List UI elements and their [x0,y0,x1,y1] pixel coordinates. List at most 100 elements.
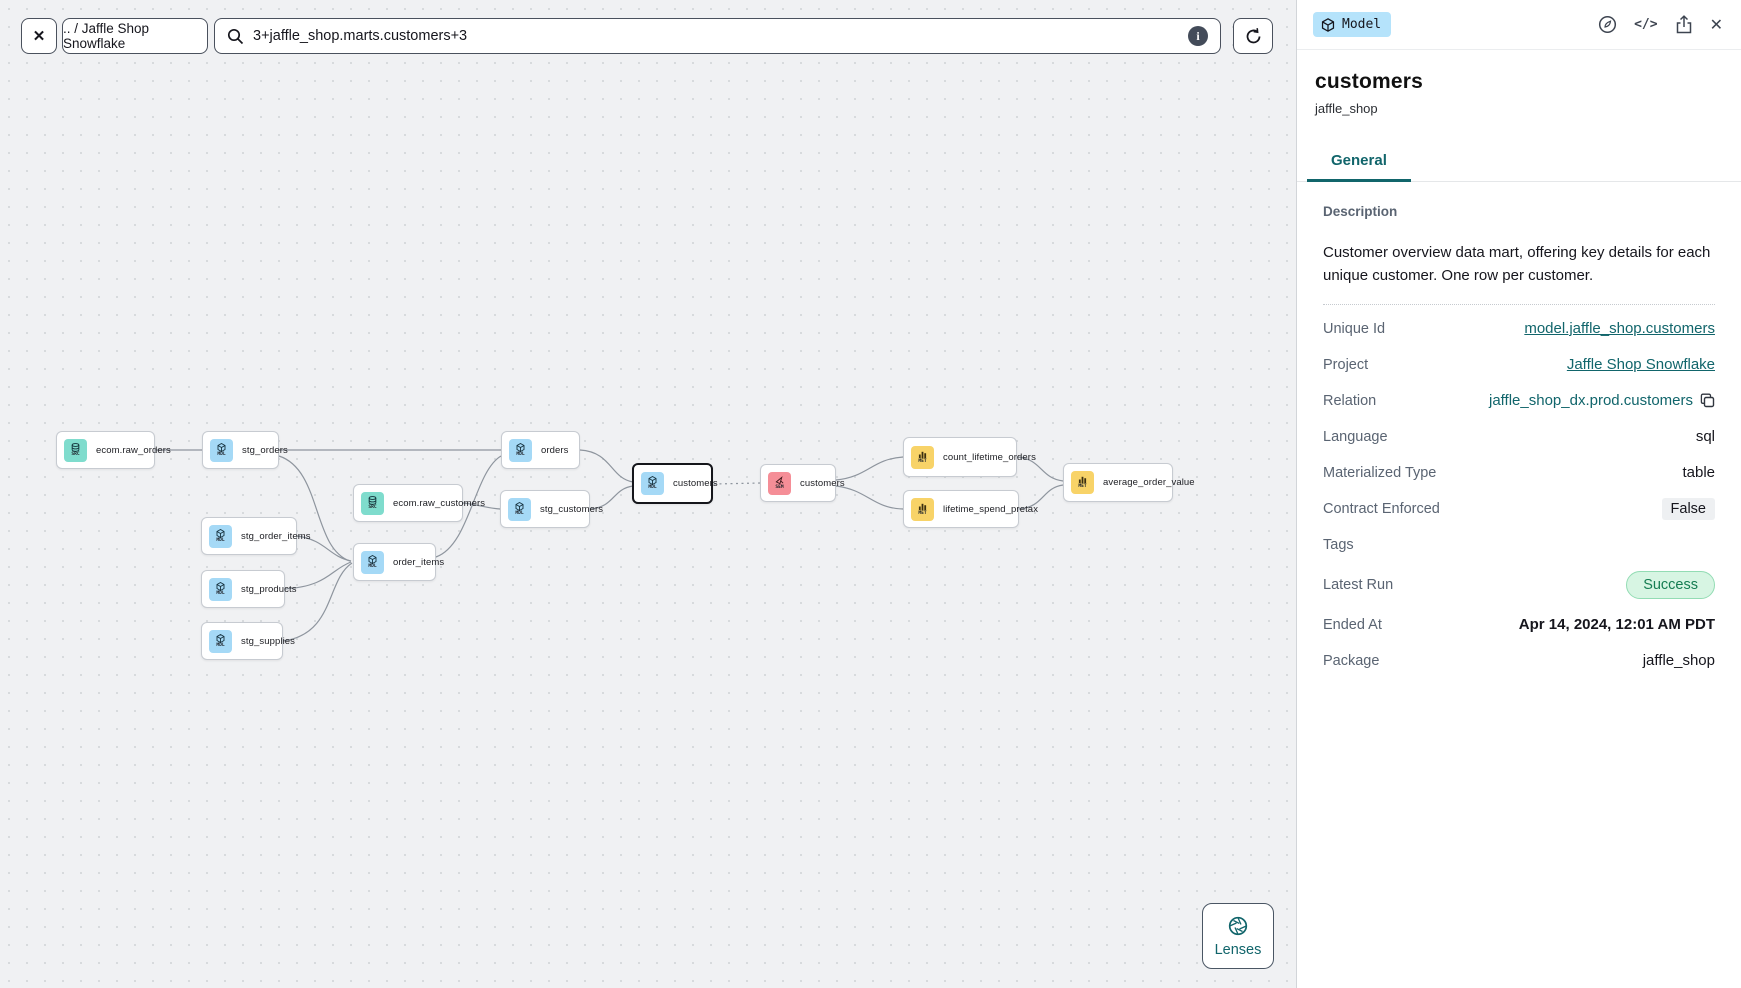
copy-icon[interactable] [1700,393,1715,408]
edge-lifetimespend-avg [1018,484,1064,510]
close-lineage-button[interactable]: ✕ [21,18,57,54]
node-order-items[interactable]: MDL order_items [353,543,444,581]
node-orders[interactable]: MDL orders [501,431,580,469]
edge-countlifetime-avg [1016,456,1064,482]
semantic-model-badge: SEM [768,471,791,495]
metric-badge: MET [911,445,934,469]
panel-header: Model </> ✕ [1297,0,1741,50]
edge-rawcustomers-stgcustomers [462,502,501,510]
search-icon [227,28,244,44]
share-icon[interactable] [1675,15,1693,34]
close-icon: ✕ [32,28,46,45]
edge-stgsupplies-orderitems [282,562,353,642]
resource-type-badge: Model [1313,12,1392,37]
explore-compass-icon[interactable] [1598,15,1617,34]
model-badge: MDL [209,524,232,548]
edge-stgorders-orderitems [278,455,351,562]
cube-icon [216,581,225,591]
field-row-project: Project Jaffle Shop Snowflake [1323,356,1715,373]
panel-header-icons: </> ✕ [1598,15,1723,35]
field-row-materialized-type: Materialized Type table [1323,464,1715,481]
field-row-latest-run: Latest Run Success [1323,563,1715,607]
cube-icon [516,442,525,452]
ended-at-value: Apr 14, 2024, 12:01 AM PDT [1518,616,1715,633]
field-row-relation: Relation jaffle_shop_dx.prod.customers [1323,383,1715,419]
lenses-label: Lenses [1214,941,1262,958]
selector-input[interactable] [253,28,1179,44]
field-row-unique-id: Unique Id model.jaffle_shop.customers [1323,320,1715,337]
package-value: jaffle_shop [1642,652,1715,669]
project-link[interactable]: Jaffle Shop Snowflake [1566,356,1715,373]
node-average-order-value[interactable]: MET average_order_value [1063,463,1195,502]
bar-chart-icon [1078,477,1087,484]
node-stg-order-items[interactable]: MDL stg_order_items [201,517,311,555]
description-text: Customer overview data mart, offering ke… [1323,244,1711,285]
database-icon [368,495,377,505]
node-customers-semantic[interactable]: SEM customers [760,464,845,502]
edge-orderitems-orders [435,455,502,558]
cube-icon [1321,17,1335,32]
edge-stgorderitems-orderitems [296,535,352,562]
field-row-tags: Tags [1323,536,1354,553]
lineage-canvas[interactable]: SRC ecom.raw_orders MDL stg_orders SRC e… [0,0,1297,988]
panel-title-block: customers jaffle_shop [1297,50,1741,116]
relation-value: jaffle_shop_dx.prod.customers [1488,392,1693,409]
field-row-ended-at: Ended At Apr 14, 2024, 12:01 AM PDT [1323,616,1715,633]
tab-general[interactable]: General [1307,142,1411,182]
section-divider [1323,303,1715,305]
lenses-button[interactable]: Lenses [1202,903,1274,969]
node-count-lifetime-orders[interactable]: MET count_lifetime_orders [903,437,1036,477]
metric-badge: MET [911,497,934,521]
resource-type-label: Model [1342,17,1382,32]
package-subtitle: jaffle_shop [1315,101,1378,116]
metric-badge: MET [1071,471,1094,494]
breadcrumb[interactable]: .. / Jaffle Shop Snowflake [62,18,208,54]
edge-stgproducts-orderitems [284,561,352,590]
edge-sem-countlifetime [835,456,904,481]
model-badge: MDL [641,472,664,495]
node-stg-customers[interactable]: MDL stg_customers [500,490,603,528]
panel-tabs: General [1297,142,1741,182]
node-ecom-raw-customers[interactable]: SRC ecom.raw_customers [353,484,485,522]
bar-chart-icon [918,503,927,510]
refresh-button[interactable] [1233,18,1273,54]
lineage-edges [155,449,1064,642]
cube-icon [515,501,524,511]
page-title: customers [1315,70,1424,93]
contract-enforced-badge: False [1661,497,1715,520]
node-stg-orders[interactable]: MDL stg_orders [202,431,288,469]
latest-run-status-badge: Success [1626,570,1715,599]
bar-chart-icon [918,451,927,458]
info-icon[interactable]: i [1188,26,1208,46]
refresh-icon [1246,27,1260,43]
source-badge: SRC [64,438,87,462]
model-badge: MDL [508,497,531,521]
node-stg-supplies[interactable]: MDL stg_supplies [201,622,295,660]
details-panel: Model </> ✕ customers jaffle_shop Genera… [1296,0,1741,988]
edge-orders-customers [579,449,634,483]
unique-id-link[interactable]: model.jaffle_shop.customers [1524,320,1715,337]
field-row-package: Package jaffle_shop [1323,652,1715,669]
cube-icon [216,633,225,643]
description-section-label: Description [1323,204,1398,219]
code-icon[interactable]: </> [1634,17,1658,32]
edge-customers-semcustomers [713,482,761,485]
node-stg-products[interactable]: MDL stg_products [201,570,296,608]
close-panel-icon[interactable]: ✕ [1709,16,1723,34]
lineage-selector-box: i [214,18,1221,54]
database-icon [71,442,80,452]
node-ecom-raw-orders[interactable]: SRC ecom.raw_orders [56,431,171,469]
general-tab-content[interactable]: Description Customer overview data mart,… [1297,182,1741,701]
cube-icon [368,554,377,564]
cube-icon [216,528,225,538]
cube-icon [648,476,657,486]
model-badge: MDL [209,629,232,653]
node-customers-selected[interactable]: MDL customers [632,463,718,504]
cube-icon [217,442,226,452]
field-row-contract-enforced: Contract Enforced False [1323,491,1715,527]
detail-fields: Unique Id model.jaffle_shop.customers Pr… [1323,311,1715,679]
model-badge: MDL [209,577,232,601]
node-lifetime-spend-pretax[interactable]: MET lifetime_spend_pretax [903,490,1038,528]
edge-stgcustomers-customers [589,485,634,510]
